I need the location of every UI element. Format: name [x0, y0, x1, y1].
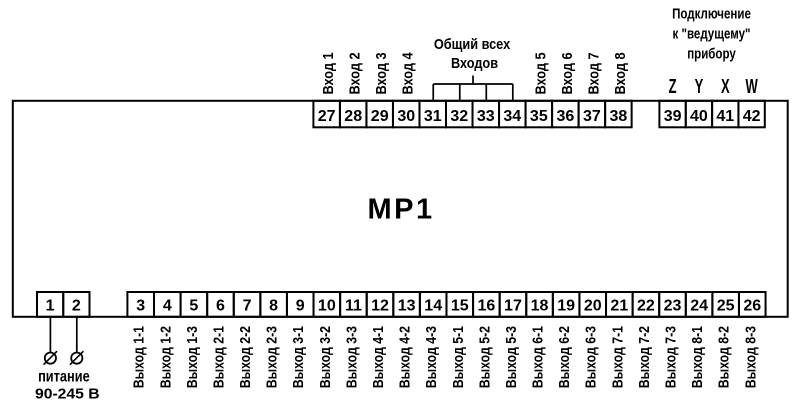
svg-text:Выход 1-3: Выход 1-3 [184, 326, 200, 389]
svg-text:15: 15 [451, 298, 469, 315]
svg-text:28: 28 [344, 108, 362, 125]
svg-text:36: 36 [556, 108, 574, 125]
svg-text:Подключение: Подключение [672, 5, 751, 22]
svg-text:МР1: МР1 [367, 194, 434, 226]
svg-text:Выход 7-3: Выход 7-3 [662, 326, 678, 389]
svg-text:Выход 4-3: Выход 4-3 [423, 326, 439, 389]
svg-text:4: 4 [163, 298, 172, 315]
svg-text:Вход 5: Вход 5 [531, 52, 548, 94]
svg-text:Вход 2: Вход 2 [346, 52, 363, 94]
svg-text:X: X [721, 75, 730, 98]
svg-text:Z: Z [669, 75, 677, 98]
svg-text:24: 24 [690, 298, 708, 315]
svg-text:Выход 6-2: Выход 6-2 [556, 326, 572, 389]
svg-text:Выход 7-2: Выход 7-2 [636, 326, 652, 389]
svg-text:Выход 2-1: Выход 2-1 [210, 326, 226, 389]
svg-text:37: 37 [583, 108, 601, 125]
svg-text:32: 32 [450, 108, 468, 125]
svg-text:3: 3 [136, 298, 145, 315]
svg-text:Общий всех: Общий всех [434, 35, 511, 52]
svg-text:к "ведущему": к "ведущему" [673, 25, 751, 42]
svg-text:12: 12 [371, 298, 389, 315]
svg-text:33: 33 [477, 108, 495, 125]
svg-text:Выход 2-2: Выход 2-2 [237, 326, 253, 389]
svg-text:Вход 6: Вход 6 [558, 52, 575, 94]
svg-text:11: 11 [345, 298, 362, 315]
svg-text:Выход 3-3: Выход 3-3 [343, 326, 359, 389]
svg-text:1: 1 [46, 298, 55, 315]
svg-text:22: 22 [637, 298, 655, 315]
svg-text:Выход 5-2: Выход 5-2 [476, 326, 492, 389]
svg-text:Вход 8: Вход 8 [611, 52, 628, 94]
svg-text:Выход 6-3: Выход 6-3 [583, 326, 599, 389]
svg-text:Вход 3: Вход 3 [372, 52, 389, 94]
svg-text:Выход 3-2: Выход 3-2 [317, 326, 333, 389]
svg-text:Выход 2-3: Выход 2-3 [264, 326, 280, 389]
svg-text:Выход 4-1: Выход 4-1 [370, 326, 386, 389]
svg-text:31: 31 [424, 108, 442, 125]
svg-text:Выход 5-1: Выход 5-1 [450, 326, 466, 389]
svg-text:23: 23 [664, 298, 682, 315]
svg-text:Выход 7-1: Выход 7-1 [609, 326, 625, 389]
svg-text:29: 29 [371, 108, 389, 125]
svg-text:W: W [745, 75, 757, 98]
svg-text:5: 5 [189, 298, 198, 315]
svg-text:Выход 8-2: Выход 8-2 [716, 326, 732, 389]
svg-text:35: 35 [530, 108, 548, 125]
svg-text:14: 14 [424, 298, 442, 315]
svg-text:30: 30 [397, 108, 415, 125]
svg-text:38: 38 [609, 108, 627, 125]
svg-text:17: 17 [504, 298, 522, 315]
svg-text:90-245 В: 90-245 В [35, 386, 100, 403]
svg-text:9: 9 [296, 298, 305, 315]
svg-text:Вход 1: Вход 1 [319, 52, 336, 94]
svg-text:Выход 4-2: Выход 4-2 [396, 326, 412, 389]
svg-text:Выход 8-3: Выход 8-3 [742, 326, 758, 389]
svg-text:34: 34 [503, 108, 521, 125]
svg-text:39: 39 [664, 108, 682, 125]
svg-text:8: 8 [269, 298, 278, 315]
svg-text:40: 40 [690, 108, 708, 125]
svg-text:2: 2 [72, 298, 81, 315]
svg-text:18: 18 [531, 298, 549, 315]
svg-text:Входов: Входов [451, 54, 498, 71]
svg-text:16: 16 [477, 298, 495, 315]
svg-text:Выход 5-3: Выход 5-3 [503, 326, 519, 389]
svg-text:42: 42 [743, 108, 761, 125]
svg-text:6: 6 [216, 298, 225, 315]
svg-text:26: 26 [743, 298, 761, 315]
svg-text:20: 20 [584, 298, 602, 315]
svg-text:21: 21 [610, 298, 628, 315]
svg-text:Вход 4: Вход 4 [399, 52, 416, 94]
svg-text:Выход 6-1: Выход 6-1 [529, 326, 545, 389]
svg-text:25: 25 [717, 298, 735, 315]
svg-text:Вход 7: Вход 7 [584, 52, 601, 94]
svg-text:Y: Y [695, 75, 704, 98]
svg-text:Выход 1-2: Выход 1-2 [157, 326, 173, 389]
svg-text:27: 27 [318, 108, 336, 125]
svg-text:41: 41 [716, 108, 734, 125]
svg-text:13: 13 [398, 298, 416, 315]
svg-text:Выход 3-1: Выход 3-1 [290, 326, 306, 389]
svg-text:Выход 1-1: Выход 1-1 [131, 326, 147, 389]
svg-text:19: 19 [557, 298, 575, 315]
svg-text:7: 7 [243, 298, 252, 315]
svg-text:питание: питание [38, 368, 90, 386]
svg-text:прибору: прибору [687, 45, 736, 62]
svg-text:10: 10 [318, 298, 336, 315]
svg-text:Выход 8-1: Выход 8-1 [689, 326, 705, 389]
